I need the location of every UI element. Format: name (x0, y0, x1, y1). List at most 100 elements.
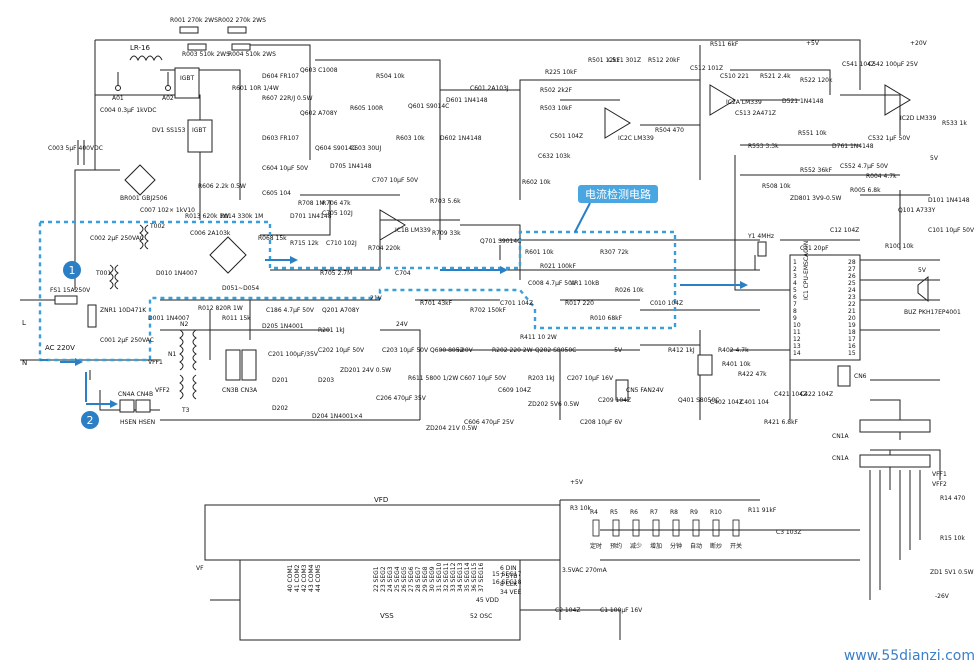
label-c552: C552 4.7μF 50V (840, 163, 889, 170)
label-d601: D601 1N4148 (446, 97, 488, 104)
vfd-pin: 30 SEG9 (429, 566, 436, 592)
label-r002: R002 270k 2WS (218, 17, 266, 24)
vfd-pin: 26 SEG5 (401, 566, 408, 592)
label-c208: C208 10μF 6V (580, 419, 623, 426)
label-r603: R603 10k (396, 135, 425, 142)
ic1-pin-number: 22 (848, 301, 856, 308)
label-vdd: 45 VDD (476, 597, 499, 604)
key-res-r5: R5 (610, 509, 618, 516)
label-c604: C604 10μF 50V (262, 165, 309, 172)
label-r706: R706 47k (322, 200, 351, 207)
vfd-pin: 44 COM5 (315, 564, 322, 592)
label-ic2a: IC2A LM339 (726, 99, 762, 106)
label-cn6: CN6 (854, 373, 867, 380)
key-power[interactable]: 开关 (730, 542, 742, 550)
vfd-pin: 33 SEG12 (450, 562, 457, 592)
label-r021: R021 100kF (540, 263, 576, 270)
label-q603: Q603 C1008 (300, 67, 338, 74)
vfd-pin: 29 SEG8 (422, 566, 429, 592)
label-ic1b: IC1B LM339 (395, 227, 431, 234)
label-c1: C1 100μF 16V (600, 607, 643, 614)
label-r017: R017 220 (565, 300, 594, 307)
label-r601b: R601 10k (525, 249, 554, 256)
vfd-pin: 23 SEG2 (380, 566, 387, 592)
label-r11: R11 91kF (748, 507, 777, 514)
label-znr1: ZNR1 10D471K (100, 307, 147, 314)
vfd-pin: 8 CLK (500, 581, 518, 588)
watermark: www.55dianzi.com (844, 648, 975, 664)
label-vf: VF (196, 565, 204, 572)
label-r715: R715 12k (290, 240, 319, 247)
label-c006: C006 2A103k (190, 230, 231, 237)
label-d761: D761 1N4148 (832, 143, 874, 150)
key-res-r7: R7 (650, 509, 658, 516)
label-r001: R001 270k 2WS (170, 17, 218, 24)
vfd-pin: 36 SEG15 (471, 562, 478, 592)
label-c607: C607 10μF 50V (460, 375, 507, 382)
label-r068: R068 15k (258, 235, 287, 242)
key-stir[interactable]: 断炒 (710, 542, 722, 550)
label-q601: Q601 S9014C (408, 103, 449, 110)
key-decrease[interactable]: 减少 (630, 542, 642, 550)
label-rail-20v: +20V (910, 40, 928, 47)
ic1-pin-number: 1 (793, 259, 797, 266)
key-preset[interactable]: 预约 (610, 542, 622, 550)
label-d204: D204 1N4001×4 (312, 413, 363, 420)
ic1-pin-number: 23 (848, 294, 856, 301)
label-cn5: CN5 FAN24V (626, 387, 665, 394)
label-d101: D101 1N4148 (928, 197, 970, 204)
ic1-pin-number: 6 (793, 294, 797, 301)
label-r3: R3 10k (570, 505, 592, 512)
component-symbols (54, 26, 931, 641)
label-r503: R503 10kF (540, 105, 573, 112)
label-v5: +5V (570, 479, 584, 486)
key-auto[interactable]: 自动 (690, 542, 702, 550)
ic1-pin-number: 14 (793, 350, 801, 357)
label-c201: C201 100μF/35V (268, 351, 319, 358)
label-zd801: ZD801 3V9-0.5W (790, 195, 842, 202)
marker-2-label: 2 (87, 414, 94, 427)
ic1-pin-number: 19 (848, 322, 856, 329)
label-c202: C202 10μF 50V (318, 347, 365, 354)
label-r502: R502 2k2F (540, 87, 573, 94)
label-d202: D202 (272, 405, 288, 412)
key-timer[interactable]: 定时 (590, 542, 602, 550)
keypad (592, 519, 740, 537)
label-c511: C511 301Z (608, 57, 641, 64)
label-osc: 52 OSC (470, 613, 492, 620)
label-c606: C606 470μF 25V (464, 419, 515, 426)
label-q604: Q604 S9014C (315, 145, 356, 152)
vfd-pin: 31 SEG10 (436, 562, 443, 592)
label-cn1a-top: CN1A (832, 433, 849, 440)
label-hsen: HSEN HSEN (120, 419, 155, 426)
label-d001: D001 1N4007 (148, 315, 190, 322)
label-vm5: -5V (612, 347, 623, 354)
ic1-pin-number: 4 (793, 280, 797, 287)
label-c532: C532 1μF 50V (868, 135, 911, 142)
label-c512: C512 101Z (690, 65, 723, 72)
vfd-pin: 37 SEG16 (478, 562, 485, 592)
ic1-pin-number: 28 (848, 259, 856, 266)
label-c203: C203 10μF 50V (382, 347, 429, 354)
label-c601: C601 2A103J (470, 85, 509, 92)
key-minute[interactable]: 分钟 (670, 542, 682, 550)
label-c705: C705 102J (322, 210, 353, 217)
label-r504b: R504 470 (655, 127, 684, 134)
label-n2: N2 (180, 321, 188, 328)
marker-1 (63, 261, 81, 279)
label-c701: C701 104Z (500, 300, 533, 307)
label-r605: R605 100R (350, 105, 383, 112)
label-buz: BUZ PKH17EP4001 (904, 309, 961, 316)
label-d203: D203 (318, 377, 334, 384)
label-c707: C707 10μF 50V (372, 177, 419, 184)
label-r551: R551 10k (798, 130, 827, 137)
label-q701: Q701 S9014C (480, 238, 521, 245)
label-vfd: VFD (374, 496, 388, 504)
label-ac: AC 220V (45, 344, 75, 352)
vfd-pin: 27 SEG6 (408, 566, 415, 592)
key-increase[interactable]: 增加 (650, 542, 662, 550)
label-ic2c: IC2C LM339 (618, 135, 654, 142)
ic1-pin-number: 26 (848, 273, 856, 280)
